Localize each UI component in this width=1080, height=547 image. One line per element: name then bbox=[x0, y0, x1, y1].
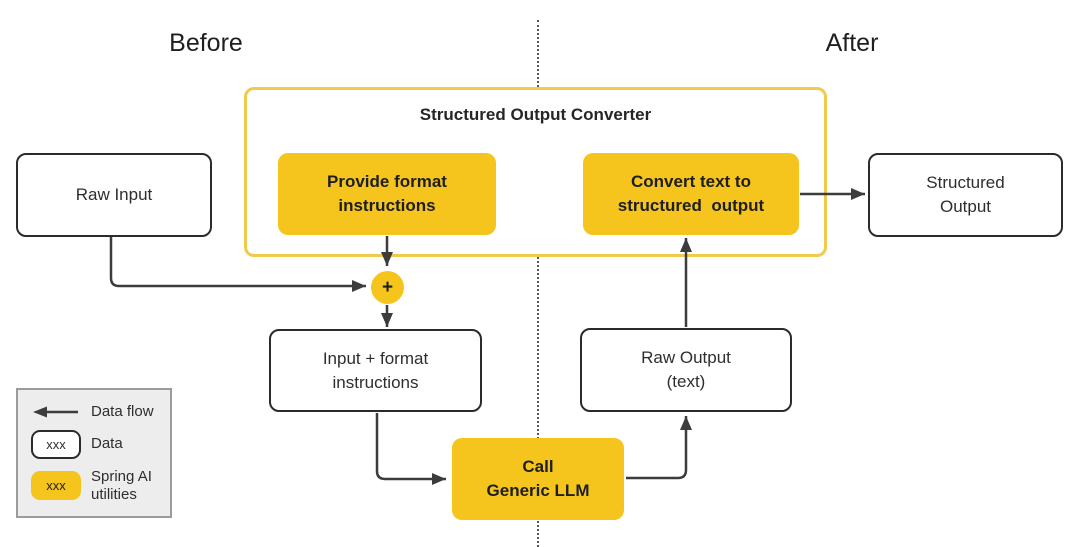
provide-format-label-line2: instructions bbox=[338, 196, 436, 215]
arrow-call-llm-to-raw-output bbox=[626, 416, 692, 480]
call-llm-label-line1: Call bbox=[522, 457, 554, 476]
before-heading: Before bbox=[169, 29, 243, 57]
structured-output-node: Structured Output bbox=[868, 153, 1063, 237]
structured-output-label-line1: Structured bbox=[926, 173, 1005, 192]
provide-format-label-line1: Provide format bbox=[327, 172, 447, 191]
call-llm-label-line2: Generic LLM bbox=[486, 481, 590, 500]
before-after-divider bbox=[537, 20, 539, 547]
raw-output-label-line1: Raw Output bbox=[641, 348, 731, 367]
input-format-instructions-node: Input + format instructions bbox=[269, 329, 482, 412]
raw-input-node: Raw Input bbox=[16, 153, 212, 237]
legend-row-data: xxx Data bbox=[30, 429, 158, 459]
plus-icon: + bbox=[381, 276, 394, 298]
data-flow-arrow-icon bbox=[30, 405, 82, 419]
convert-text-label-line2: structured output bbox=[617, 196, 765, 215]
merge-plus-node: + bbox=[371, 271, 404, 304]
convert-text-label-line1: Convert text to bbox=[631, 172, 751, 191]
data-swatch: xxx bbox=[31, 429, 81, 459]
legend-label-data-flow: Data flow bbox=[91, 402, 154, 420]
legend-label-data: Data bbox=[91, 435, 123, 452]
converter-title: Structured Output Converter bbox=[419, 105, 652, 124]
provide-format-instructions-node: Provide format instructions bbox=[278, 153, 496, 235]
call-generic-llm-node: Call Generic LLM bbox=[452, 438, 624, 520]
legend-label-spring-ai: Spring AI utilities bbox=[91, 467, 152, 503]
structured-output-label-line2: Output bbox=[939, 197, 992, 216]
legend: Data flow xxx Data xxx Spring AI utiliti… bbox=[16, 388, 172, 518]
convert-text-node: Convert text to structured output bbox=[583, 153, 799, 235]
input-format-label-line1: Input + format bbox=[322, 348, 429, 368]
input-format-label-line2: instructions bbox=[332, 372, 419, 392]
spring-ai-swatch: xxx bbox=[31, 471, 81, 500]
legend-row-data-flow: Data flow bbox=[30, 403, 158, 421]
arrow-input-format-to-call-llm bbox=[375, 413, 446, 485]
raw-input-label: Raw Input bbox=[75, 185, 153, 204]
raw-output-label-line2: (text) bbox=[666, 372, 706, 391]
raw-output-node: Raw Output (text) bbox=[580, 328, 792, 412]
legend-row-spring-ai: xxx Spring AI utilities bbox=[30, 468, 158, 504]
after-heading: After bbox=[825, 29, 879, 57]
